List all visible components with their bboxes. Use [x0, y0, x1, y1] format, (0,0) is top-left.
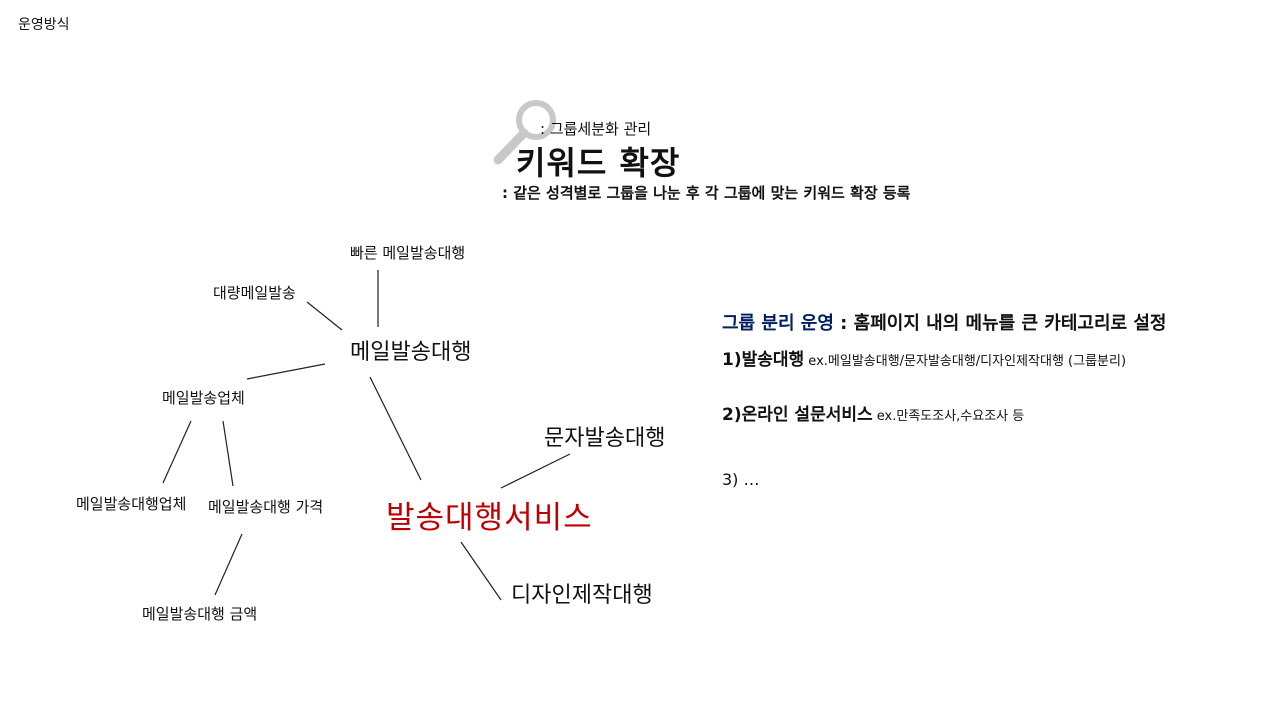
connector-design — [460, 541, 502, 601]
info-list-item: 2)온라인 설문서비스 ex.만족도조사,수요조사 등 — [722, 405, 1212, 426]
header-description: : 같은 성격별로 그룹을 나눈 후 각 그룹에 맞는 키워드 확장 등록 — [502, 184, 911, 202]
info-panel: 그룹 분리 운영 : 홈페이지 내의 메뉴를 큰 카테고리로 설정 1)발송대행… — [722, 312, 1212, 489]
connector-company2 — [162, 420, 192, 484]
slide-section-label: 운영방식 — [18, 17, 70, 33]
info-item-note: ex.만족도조사,수요조사 등 — [872, 409, 1025, 424]
info-heading-rest: : 홈페이지 내의 메뉴를 큰 카테고리로 설정 — [833, 313, 1167, 334]
info-item-note: ex.메일발송대행/문자발송대행/디자인제작대행 (그룹분리) — [804, 354, 1127, 369]
info-list-item: 1)발송대행 ex.메일발송대행/문자발송대행/디자인제작대행 (그룹분리) — [722, 350, 1212, 371]
mindmap-node-company: 메일발송업체 — [162, 389, 245, 407]
mindmap-node-design: 디자인제작대행 — [511, 583, 653, 608]
mindmap-node-sms: 문자발송대행 — [544, 426, 666, 451]
info-heading-accent: 그룹 분리 운영 — [722, 313, 834, 334]
mindmap-node-amount: 메일발송대행 금액 — [142, 605, 258, 623]
page-title: 키워드 확장 — [516, 144, 681, 182]
info-list-item: 3) … — [722, 470, 760, 489]
connector-amount — [214, 533, 243, 596]
info-heading: 그룹 분리 운영 : 홈페이지 내의 메뉴를 큰 카테고리로 설정 — [722, 312, 1212, 336]
connector-price — [222, 420, 234, 487]
mindmap-node-center: 메일발송대행 — [350, 340, 472, 365]
mindmap-node-fast-mail: 빠른 메일발송대행 — [350, 244, 466, 262]
mindmap-node-agency-company: 메일발송대행업체 — [76, 495, 187, 513]
mindmap-node-service: 발송대행서비스 — [386, 500, 593, 536]
mindmap-node-price: 메일발송대행 가격 — [208, 498, 324, 516]
mindmap-node-bulk-mail: 대량메일발송 — [213, 284, 296, 302]
magnifier-icon — [493, 100, 556, 165]
connector-bulk — [306, 301, 343, 331]
connector-service — [369, 376, 422, 481]
header-subtitle: : 그룹세분화 관리 — [540, 120, 652, 138]
connector-company — [246, 363, 326, 380]
connector-sms — [500, 453, 571, 489]
info-item-title: 2)온라인 설문서비스 — [722, 405, 873, 425]
info-item-title: 1)발송대행 — [722, 350, 805, 370]
